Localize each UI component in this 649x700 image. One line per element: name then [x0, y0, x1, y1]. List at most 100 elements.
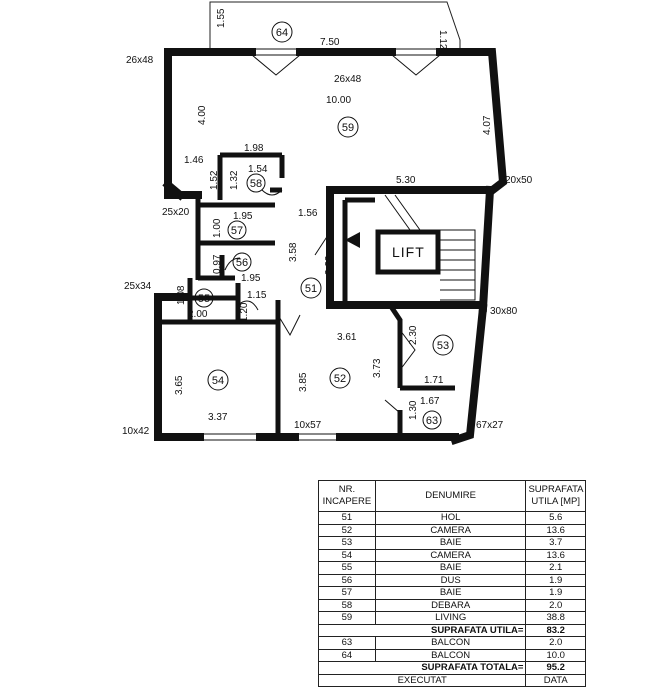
dim-1-00: 1.00 [212, 218, 223, 238]
room-number-52: 52 [334, 373, 346, 385]
room-number-54: 54 [212, 375, 224, 387]
dim-2-00: 2.00 [188, 309, 208, 320]
dim-3-61: 3.61 [337, 332, 357, 343]
cell-nr: 53 [318, 536, 376, 550]
dim-1-12: 1.12 [437, 30, 448, 50]
cell-area: 2.0 [525, 636, 586, 650]
cell-name: DEBARA [374, 598, 527, 612]
room-number-58: 58 [250, 178, 262, 190]
executat-label: EXECUTAT [317, 673, 527, 687]
cell-area: 13.6 [525, 548, 586, 562]
lift-label: LIFT [392, 244, 425, 260]
dim-1-67: 1.67 [420, 396, 440, 407]
room-number-57: 57 [231, 225, 243, 237]
dim-3-85: 3.85 [298, 372, 309, 392]
dim-1-95-top: 1.95 [233, 211, 253, 222]
dim-3-73: 3.73 [372, 358, 383, 378]
cell-name: DUS [374, 573, 527, 587]
windows [199, 48, 441, 441]
total-utila-label: SUPRAFATA UTILA= [317, 623, 527, 637]
cell-area: 1.9 [525, 586, 586, 600]
dim-26x48-left: 26x48 [126, 55, 154, 66]
cell-name: CAMERA [374, 523, 527, 537]
header-area: SUPRAFATA UTILA [MP] [525, 480, 586, 512]
cell-area: 3.7 [525, 536, 586, 550]
dim-67x27: 67x27 [476, 420, 504, 431]
cell-nr: 56 [318, 573, 376, 587]
dim-26x48-mid: 26x48 [334, 74, 362, 85]
dim-4-00: 4.00 [197, 105, 208, 125]
dim-3-23: 3.23 [324, 255, 335, 275]
table-header-row: NR. INCAPERE DENUMIRE SUPRAFATA UTILA [M… [318, 480, 586, 512]
cell-area: 2.1 [525, 561, 586, 575]
dim-2-30: 2.30 [408, 325, 419, 345]
dim-7-50: 7.50 [320, 37, 340, 48]
dim-1-46: 1.46 [184, 155, 204, 166]
cell-nr: 51 [318, 511, 376, 525]
cell-nr: 64 [318, 648, 376, 662]
dim-10x42: 10x42 [122, 426, 150, 437]
total-totala-label: SUPRAFATA TOTALA= [317, 661, 527, 675]
dim-1-56: 1.56 [298, 208, 318, 219]
dim-10x57: 10x57 [294, 420, 322, 431]
total-utila-row: SUPRAFATA UTILA=83.2 [317, 623, 586, 637]
doors [224, 54, 441, 414]
dim-1-20: 1.20 [239, 302, 250, 322]
dim-3-58: 3.58 [288, 242, 299, 262]
total-utila-value: 83.2 [525, 623, 586, 637]
cell-area: 1.9 [525, 573, 586, 587]
dim-25x20: 25x20 [162, 207, 190, 218]
dim-1-95-mid: 1.95 [241, 273, 261, 284]
floor-plan: 1.55 7.50 1.12 26x48 26x48 10.00 4.00 4.… [122, 1, 533, 446]
dim-30x80: 30x80 [490, 306, 518, 317]
cell-name: HOL [374, 511, 527, 525]
dim-10-00: 10.00 [326, 95, 351, 106]
cell-nr: 57 [318, 586, 376, 600]
cell-area: 5.6 [525, 511, 586, 525]
room-number-63: 63 [426, 415, 438, 427]
room-number-56: 56 [236, 257, 248, 269]
dim-1-32: 1.32 [229, 170, 240, 190]
dim-1-54: 1.54 [248, 164, 268, 175]
cell-nr: 63 [318, 636, 376, 650]
room-number-59: 59 [342, 122, 354, 134]
cell-area: 38.8 [525, 611, 586, 625]
data-label: DATA [525, 673, 586, 687]
header-nr: NR. INCAPERE [318, 480, 376, 512]
header-name: DENUMIRE [374, 480, 527, 512]
dimension-labels: 1.55 7.50 1.12 26x48 26x48 10.00 4.00 4.… [122, 8, 533, 437]
dim-1-08: 1.08 [176, 285, 187, 305]
cell-nr: 59 [318, 611, 376, 625]
dim-25x34: 25x34 [124, 281, 152, 292]
dim-1-71: 1.71 [424, 375, 444, 386]
dim-3-37: 3.37 [208, 412, 228, 423]
room-number-64: 64 [276, 27, 288, 39]
cell-nr: 58 [318, 598, 376, 612]
room-number-labels: 64 59 58 57 56 51 55 54 52 53 63 [198, 27, 449, 427]
cell-nr: 55 [318, 561, 376, 575]
dim-4-07: 4.07 [482, 115, 493, 135]
dim-0-97: 0.97 [212, 254, 223, 274]
room-number-55: 55 [198, 293, 210, 305]
dim-1-15: 1.15 [247, 290, 267, 301]
dim-1-98: 1.98 [244, 143, 264, 154]
dim-1-55: 1.55 [216, 8, 227, 28]
cell-area: 13.6 [525, 523, 586, 537]
dim-3-65: 3.65 [174, 375, 185, 395]
cell-name: CAMERA [374, 548, 527, 562]
cell-name: BALCON [374, 636, 527, 650]
dim-20x50: 20x50 [505, 175, 533, 186]
cell-name: BAIE [374, 561, 527, 575]
room-markers [194, 21, 454, 430]
interior-walls [160, 152, 455, 437]
cell-name: BALCON [374, 648, 527, 662]
